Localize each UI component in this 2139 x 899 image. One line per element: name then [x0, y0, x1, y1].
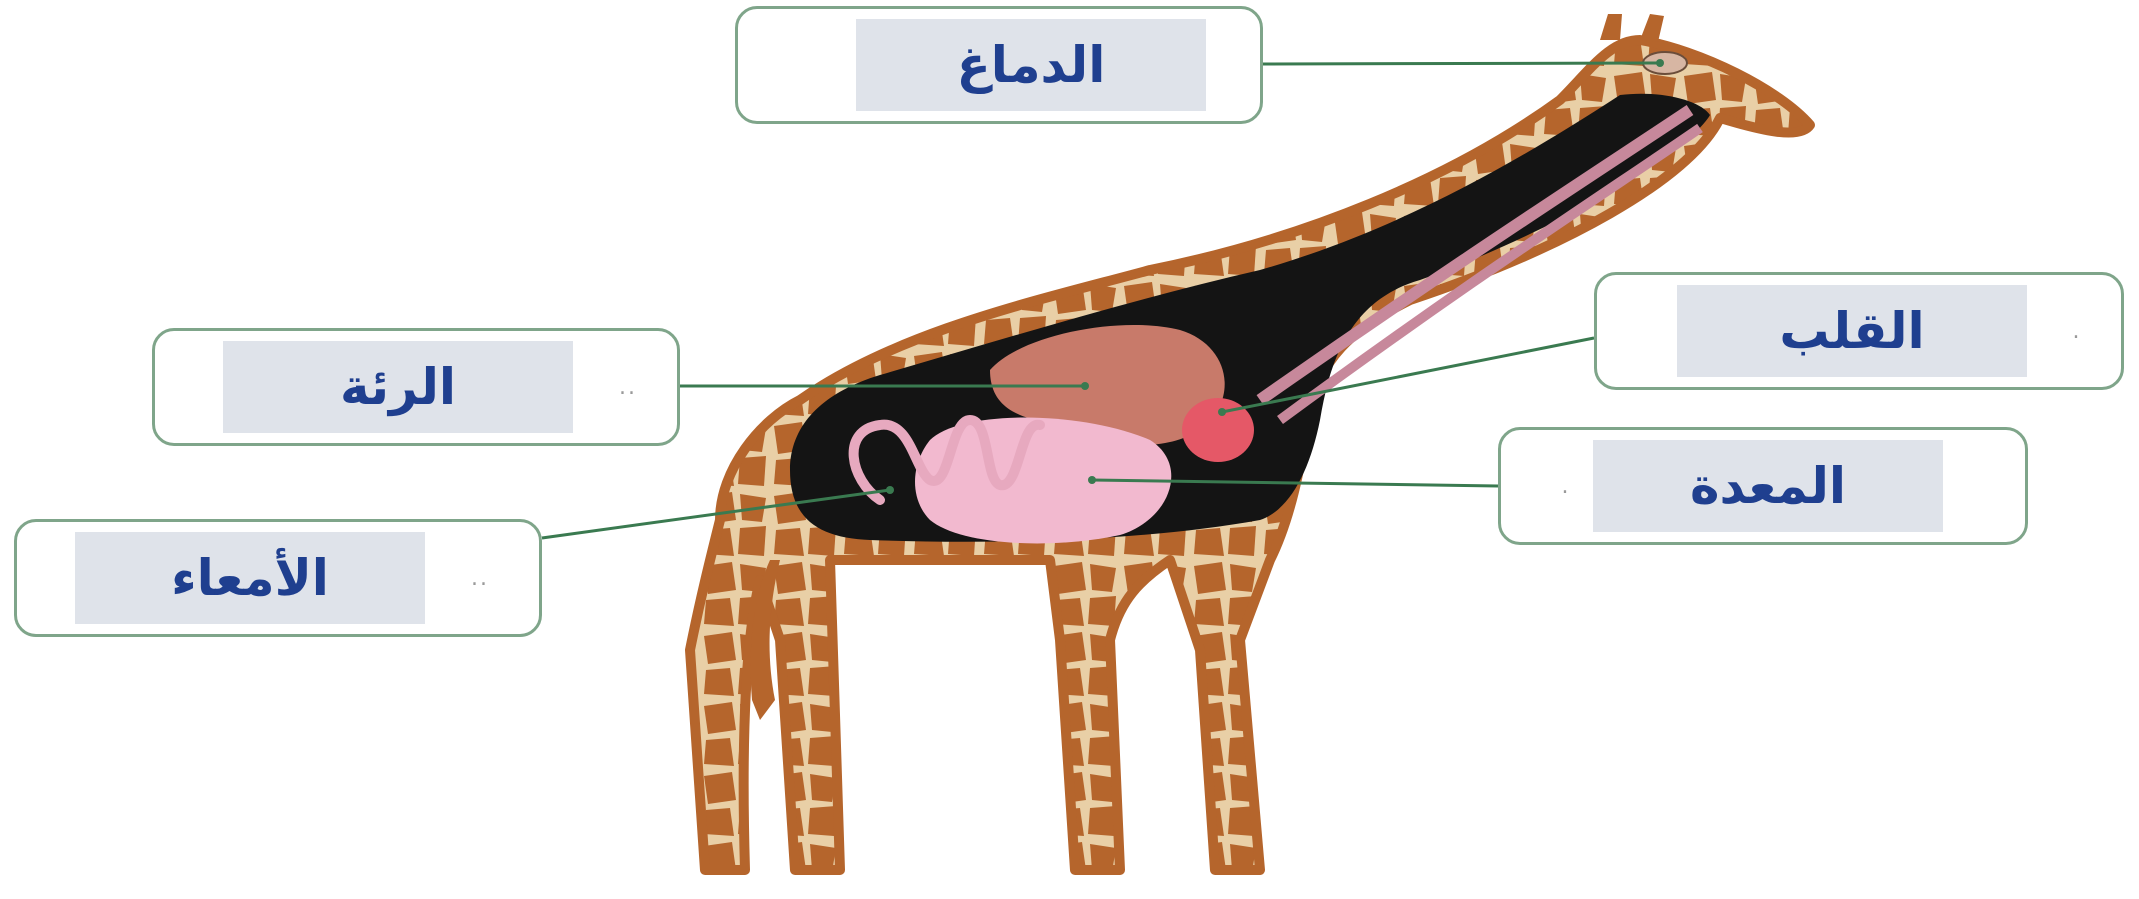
label-lung-dots: ..: [573, 331, 683, 443]
label-intestines-dots: ..: [425, 522, 535, 634]
leader-dot-lung: [1081, 382, 1089, 390]
leader-dot-brain: [1656, 59, 1664, 67]
leader-dot-intestines: [886, 486, 894, 494]
label-stomach-text: المعدة: [1593, 430, 1943, 542]
label-stomach: . المعدة: [1498, 427, 2028, 545]
leader-dot-heart: [1218, 408, 1226, 416]
leader-line-brain: [1262, 63, 1660, 64]
label-brain: .. الدماغ: [735, 6, 1263, 124]
leader-dot-stomach: [1088, 476, 1096, 484]
label-heart: القلب .: [1594, 272, 2124, 390]
label-intestines-text: الأمعاء: [75, 522, 425, 634]
label-lung-text: الرئة: [223, 331, 573, 443]
label-brain-text: الدماغ: [856, 9, 1206, 121]
label-intestines: الأمعاء ..: [14, 519, 542, 637]
label-heart-dots: .: [2027, 275, 2127, 387]
label-heart-text: القلب: [1677, 275, 2027, 387]
label-lung: الرئة ..: [152, 328, 680, 446]
